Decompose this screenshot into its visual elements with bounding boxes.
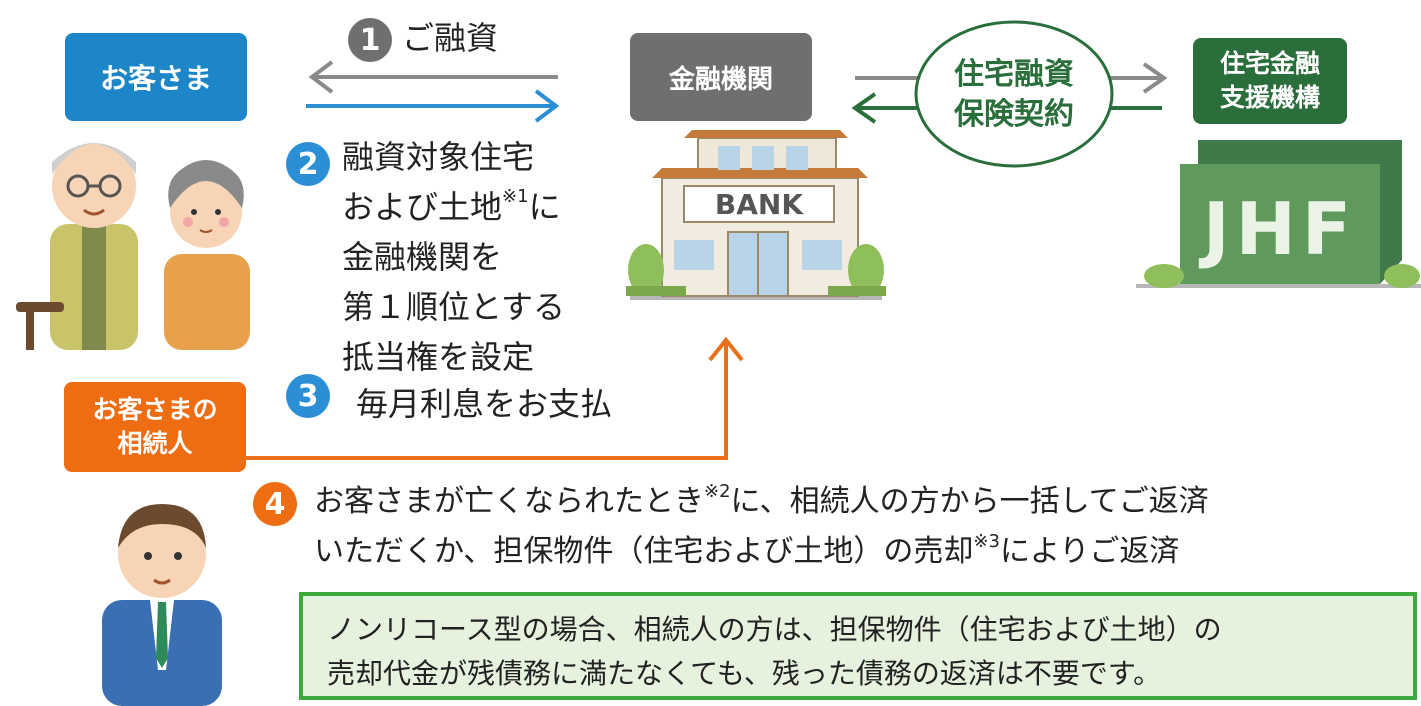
- heir-label-line1: お客さまの: [92, 395, 218, 424]
- step-2-text: 融資対象住宅 および土地※1に 金融機関を 第１順位とする 抵当権を設定: [342, 132, 565, 382]
- step-4-line1-b: に、相続人の方から一括してご返済: [730, 484, 1209, 519]
- step-1-badge: 1: [348, 18, 392, 62]
- elderly-couple-illustration: [16, 143, 250, 350]
- step-3-text: 毎月利息をお支払: [356, 385, 613, 423]
- insurance-contract-text: 住宅融資 保険契約: [916, 55, 1112, 135]
- step-2-badge: 2: [286, 142, 330, 186]
- step-4-line1: お客さまが亡くなられたとき※2に、相続人の方から一括してご返済: [314, 477, 1209, 527]
- interest-arrow: [246, 336, 744, 460]
- nonrecourse-note: ノンリコース型の場合、相続人の方は、担保物件（住宅および土地）の 売却代金が残債…: [299, 592, 1417, 700]
- step-4-line2-b: によりご返済: [999, 534, 1180, 569]
- jhf-label: 住宅金融 支援機構: [1193, 38, 1347, 124]
- step-2-line3: 金融機関を: [342, 238, 503, 276]
- insurance-arrow-right: [855, 62, 1168, 94]
- bank-building-illustration: BANK: [626, 130, 886, 300]
- step-4-line1-a: お客さまが亡くなられたとき: [314, 484, 704, 519]
- step-2-line4: 第１順位とする: [342, 288, 566, 326]
- bank-sign: BANK: [715, 188, 804, 221]
- note-line1: ノンリコース型の場合、相続人の方は、担保物件（住宅および土地）の: [327, 613, 1222, 646]
- customer-label: お客さま: [65, 33, 247, 121]
- step-4-badge: 4: [253, 482, 297, 526]
- heir-label: お客さまの 相続人: [64, 382, 246, 472]
- insurance-arrow-left: [851, 92, 1162, 124]
- jhf-building-illustration: JHF: [1136, 140, 1421, 288]
- insurance-oval: [914, 20, 1114, 168]
- note-mark-3: ※3: [973, 531, 1000, 552]
- step-2-line1: 融資対象住宅: [342, 138, 535, 176]
- heir-label-line2: 相続人: [117, 429, 193, 458]
- step-4-line2: いただくか、担保物件（住宅および土地）の売却※3によりご返済: [314, 527, 1209, 577]
- mortgage-arrow: [306, 89, 560, 123]
- jhf-label-line2: 支援機構: [1219, 83, 1320, 112]
- step-2-line2-text: および土地: [342, 188, 503, 226]
- insurance-line1: 住宅融資: [954, 57, 1074, 92]
- bank-label: 金融機関: [630, 33, 812, 121]
- step-2-line2: および土地※1に: [342, 182, 565, 232]
- step-4-text: お客さまが亡くなられたとき※2に、相続人の方から一括してご返済 いただくか、担保…: [314, 477, 1209, 577]
- step-2-line2-tail: に: [528, 188, 561, 226]
- note-line2: 売却代金が残債務に満たなくても、残った債務の返済は不要です。: [327, 657, 1162, 690]
- jhf-sign: JHF: [1198, 187, 1357, 271]
- note-mark-1: ※1: [502, 186, 529, 207]
- insurance-line2: 保険契約: [954, 97, 1074, 132]
- step-1-text: ご融資: [402, 19, 499, 57]
- heir-illustration: [102, 504, 222, 706]
- note-mark-2: ※2: [704, 481, 731, 502]
- step-2-line5: 抵当権を設定: [342, 338, 535, 376]
- step-3-badge: 3: [286, 374, 330, 418]
- jhf-label-line1: 住宅金融: [1219, 49, 1320, 78]
- loan-arrow: [308, 60, 558, 94]
- step-4-line2-a: いただくか、担保物件（住宅および土地）の売却: [314, 534, 974, 569]
